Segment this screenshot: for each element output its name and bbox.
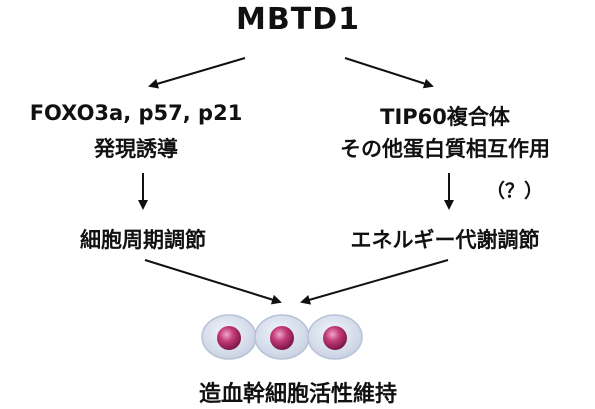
stem-cell xyxy=(254,314,310,360)
arrow-mbtd1-to-right xyxy=(344,57,434,89)
right-branch-complex: TIP60複合体 xyxy=(380,105,510,129)
arrow-mbtd1-to-left xyxy=(148,57,246,89)
hsc-maintenance-label: 造血幹細胞活性維持 xyxy=(198,382,398,407)
stem-cell xyxy=(201,314,257,360)
cell-cycle-regulation: 細胞周期調節 xyxy=(80,228,206,252)
energy-metabolism-regulation: エネルギー代謝調節 xyxy=(350,228,540,252)
left-branch-induction: 発現誘導 xyxy=(94,137,178,161)
right-branch-interactions: その他蛋白質相互作用 xyxy=(340,137,550,161)
left-branch-genes: FOXO3a, p57, p21 xyxy=(29,101,243,125)
arrow-left-to-cells xyxy=(144,259,282,305)
uncertain-mark: （？） xyxy=(486,180,544,202)
title-mbtd1: MBTD1 xyxy=(236,2,360,37)
stem-cell xyxy=(307,314,363,360)
arrow-right-to-cells xyxy=(300,259,449,305)
